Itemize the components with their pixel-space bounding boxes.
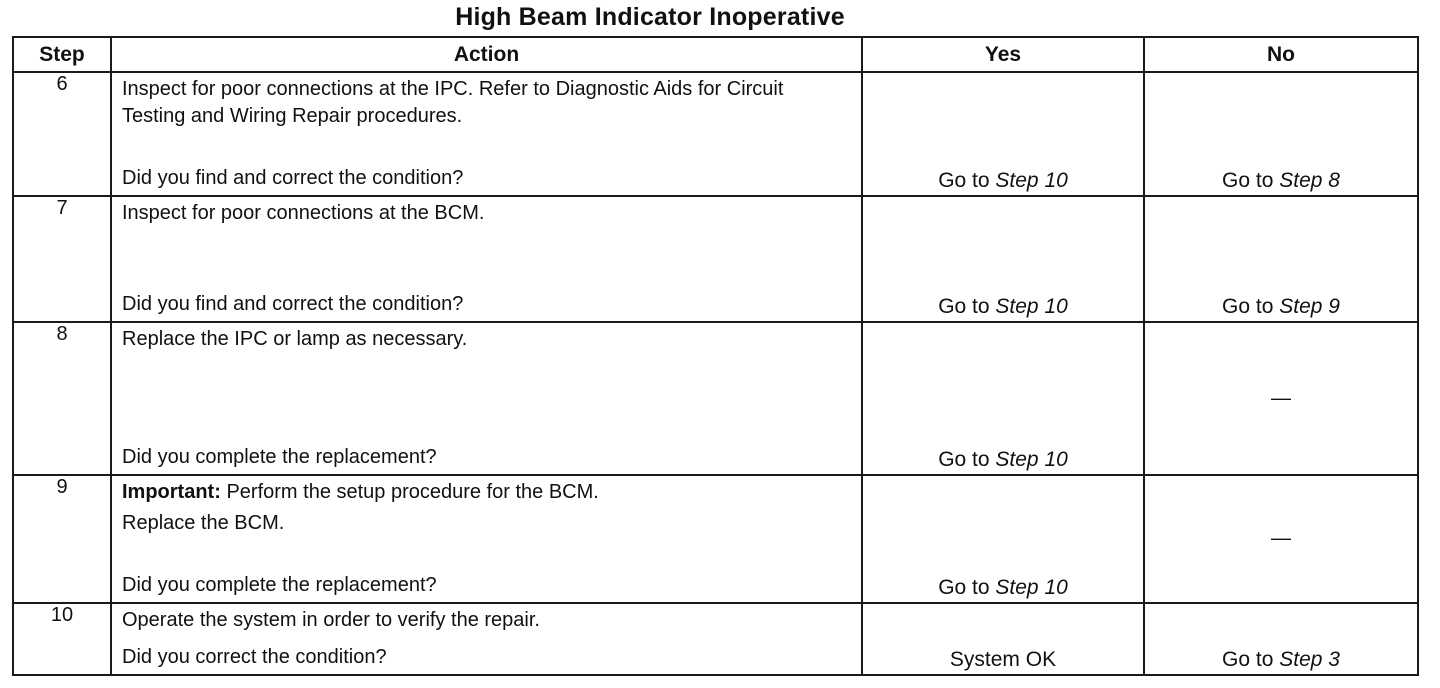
no-cell: Go to Step 3 bbox=[1143, 602, 1419, 676]
action-cell: Inspect for poor connections at the BCM.… bbox=[110, 195, 863, 323]
action-instruction: Replace the BCM. bbox=[122, 512, 285, 534]
step-number: 8 bbox=[12, 321, 112, 476]
yes-step-link: Step 10 bbox=[995, 295, 1068, 318]
yes-step-link: Step 10 bbox=[995, 448, 1068, 471]
action-question: Did you find and correct the condition? bbox=[122, 167, 464, 189]
step-number: 6 bbox=[12, 71, 112, 197]
no-step-link: Step 3 bbox=[1279, 648, 1340, 671]
header-row: Step Action Yes No bbox=[12, 36, 1419, 73]
yes-cell: Go to Step 10 bbox=[861, 321, 1145, 476]
action-instruction: Inspect for poor connections at the BCM. bbox=[122, 202, 485, 224]
action-question: Did you correct the condition? bbox=[122, 646, 387, 668]
action-cell: Inspect for poor connections at the IPC.… bbox=[110, 71, 863, 197]
table-row: 6 Inspect for poor connections at the IP… bbox=[12, 71, 1419, 197]
important-note: Important: Perform the setup procedure f… bbox=[122, 479, 853, 506]
yes-prefix: Go to bbox=[938, 295, 990, 318]
step-number: 7 bbox=[12, 195, 112, 323]
no-cell: Go to Step 8 bbox=[1143, 71, 1419, 197]
no-cell: — bbox=[1143, 474, 1419, 604]
yes-cell: Go to Step 10 bbox=[861, 195, 1145, 323]
no-prefix: Go to bbox=[1222, 648, 1274, 671]
no-dash: — bbox=[1271, 527, 1291, 550]
action-question: Did you complete the replacement? bbox=[122, 446, 437, 468]
action-cell: Important: Perform the setup procedure f… bbox=[110, 474, 863, 604]
yes-step-link: Step 10 bbox=[995, 576, 1068, 599]
no-prefix: Go to bbox=[1222, 295, 1274, 318]
action-question: Did you complete the replacement? bbox=[122, 574, 437, 596]
yes-result: System OK bbox=[949, 648, 1057, 671]
important-label: Important: bbox=[122, 481, 221, 503]
page-title: High Beam Indicator Inoperative bbox=[455, 3, 845, 31]
step-number: 9 bbox=[12, 474, 112, 604]
action-instruction: Replace the IPC or lamp as necessary. bbox=[122, 328, 468, 350]
yes-step-link: Step 10 bbox=[995, 169, 1068, 192]
yes-prefix: Go to bbox=[938, 576, 990, 599]
table-row: 10 Operate the system in order to verify… bbox=[12, 602, 1419, 676]
header-action: Action bbox=[110, 36, 863, 73]
no-step-link: Step 8 bbox=[1279, 169, 1340, 192]
no-cell: Go to Step 9 bbox=[1143, 195, 1419, 323]
action-instruction: Inspect for poor connections at the IPC.… bbox=[122, 78, 784, 127]
yes-prefix: Go to bbox=[938, 169, 990, 192]
no-step-link: Step 9 bbox=[1279, 295, 1340, 318]
table-row: 9 Important: Perform the setup procedure… bbox=[12, 474, 1419, 604]
action-cell: Operate the system in order to verify th… bbox=[110, 602, 863, 676]
action-cell: Replace the IPC or lamp as necessary. Di… bbox=[110, 321, 863, 476]
table-row: 8 Replace the IPC or lamp as necessary. … bbox=[12, 321, 1419, 476]
header-yes: Yes bbox=[861, 36, 1145, 73]
header-no: No bbox=[1143, 36, 1419, 73]
step-number: 10 bbox=[12, 602, 112, 676]
yes-cell: System OK bbox=[861, 602, 1145, 676]
action-instruction: Operate the system in order to verify th… bbox=[122, 609, 540, 631]
action-question: Did you find and correct the condition? bbox=[122, 293, 464, 315]
header-step: Step bbox=[12, 36, 112, 73]
table-row: 7 Inspect for poor connections at the BC… bbox=[12, 195, 1419, 323]
no-cell: — bbox=[1143, 321, 1419, 476]
yes-prefix: Go to bbox=[938, 448, 990, 471]
yes-cell: Go to Step 10 bbox=[861, 71, 1145, 197]
yes-cell: Go to Step 10 bbox=[861, 474, 1145, 604]
no-prefix: Go to bbox=[1222, 169, 1274, 192]
important-text: Perform the setup procedure for the BCM. bbox=[226, 481, 599, 503]
no-dash: — bbox=[1271, 387, 1291, 409]
diagnostic-table: Step Action Yes No 6 Inspect for poor co… bbox=[12, 36, 1419, 676]
